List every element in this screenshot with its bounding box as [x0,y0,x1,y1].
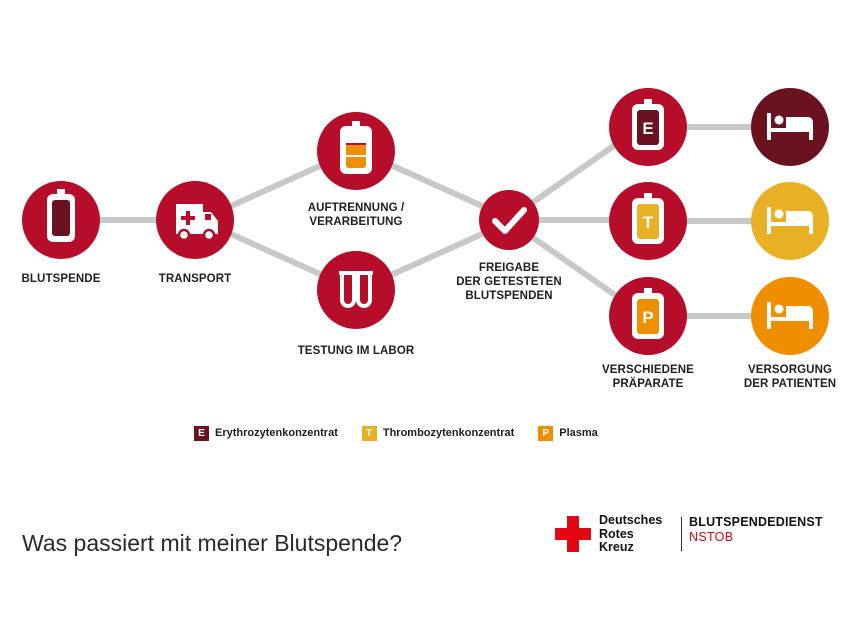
label-testung: TESTUNG IM LABOR [297,345,415,357]
node-blutspende [22,181,100,259]
separated-bag-icon [340,121,372,174]
logo-org-name: Deutsches Rotes Kreuz [599,513,663,554]
label-versorgung: VERSORGUNG DER PATIENTEN [743,364,837,390]
page-title: Was passiert mit meiner Blutspende? [22,530,403,556]
label-freigabe: FREIGABE DER GETESTETEN BLUTSPENDEN [456,262,562,302]
node-auftrennung [317,112,395,190]
ambulance-icon [176,204,218,242]
connector-auftrennung-freigabe [389,162,484,209]
node-patient-t [751,182,829,260]
bag-p-icon: P [632,288,664,339]
legend-label-p: Plasma [559,427,598,439]
connector-freigabe-e [530,142,617,206]
hospital-bed-icon [767,113,813,140]
logo-region: NSTOB [689,530,734,544]
node-patient-e [751,88,829,166]
bag-t-letter: T [643,213,654,232]
legend-item-e: E Erythrozytenkonzentrat [194,425,338,441]
bag-e-letter: E [642,119,653,138]
legend-swatch-p: P [538,425,554,441]
node-freigabe [479,190,539,250]
connector-transport-testung [229,231,324,278]
legend-swatch-e: E [194,425,209,441]
legend: E Erythrozytenkonzentrat T Thrombozytenk… [194,424,622,442]
node-transport [156,181,234,259]
label-auftrennung: AUFTRENNUNG / VERARBEITUNG [307,202,405,228]
legend-swatch-t: T [361,425,377,441]
node-testung [317,251,395,329]
label-transport: TRANSPORT [158,273,232,285]
checkmark-icon [492,207,527,234]
node-praeparat-e: E [609,88,687,166]
bag-t-icon: T [632,193,664,244]
connector-testung-freigabe [389,231,484,278]
bag-e-icon: E [632,99,664,150]
bag-p-letter: P [642,308,653,327]
label-praeparate: VERSCHIEDENE PRÄPARATE [602,364,694,390]
test-tubes-icon [339,271,373,308]
legend-item-p: P Plasma [538,425,598,441]
legend-label-t: Thrombozytenkonzentrat [382,427,515,439]
red-cross-icon [555,516,591,552]
connector-transport-auftrennung [229,162,324,209]
legend-label-e: Erythrozytenkonzentrat [215,427,338,439]
connectors [98,124,752,319]
hospital-bed-icon [767,207,813,234]
node-praeparat-t: T [609,182,687,260]
node-praeparat-p: P [609,277,687,355]
logo-divider [681,517,682,551]
logo-service-name: BLUTSPENDEDIENST [689,515,823,529]
blood-bag-icon [47,189,75,242]
label-blutspende: BLUTSPENDE [21,273,101,285]
node-patient-p [751,277,829,355]
hospital-bed-icon [767,302,813,329]
connector-freigabe-p [530,234,617,298]
legend-item-t: T Thrombozytenkonzentrat [361,425,515,441]
